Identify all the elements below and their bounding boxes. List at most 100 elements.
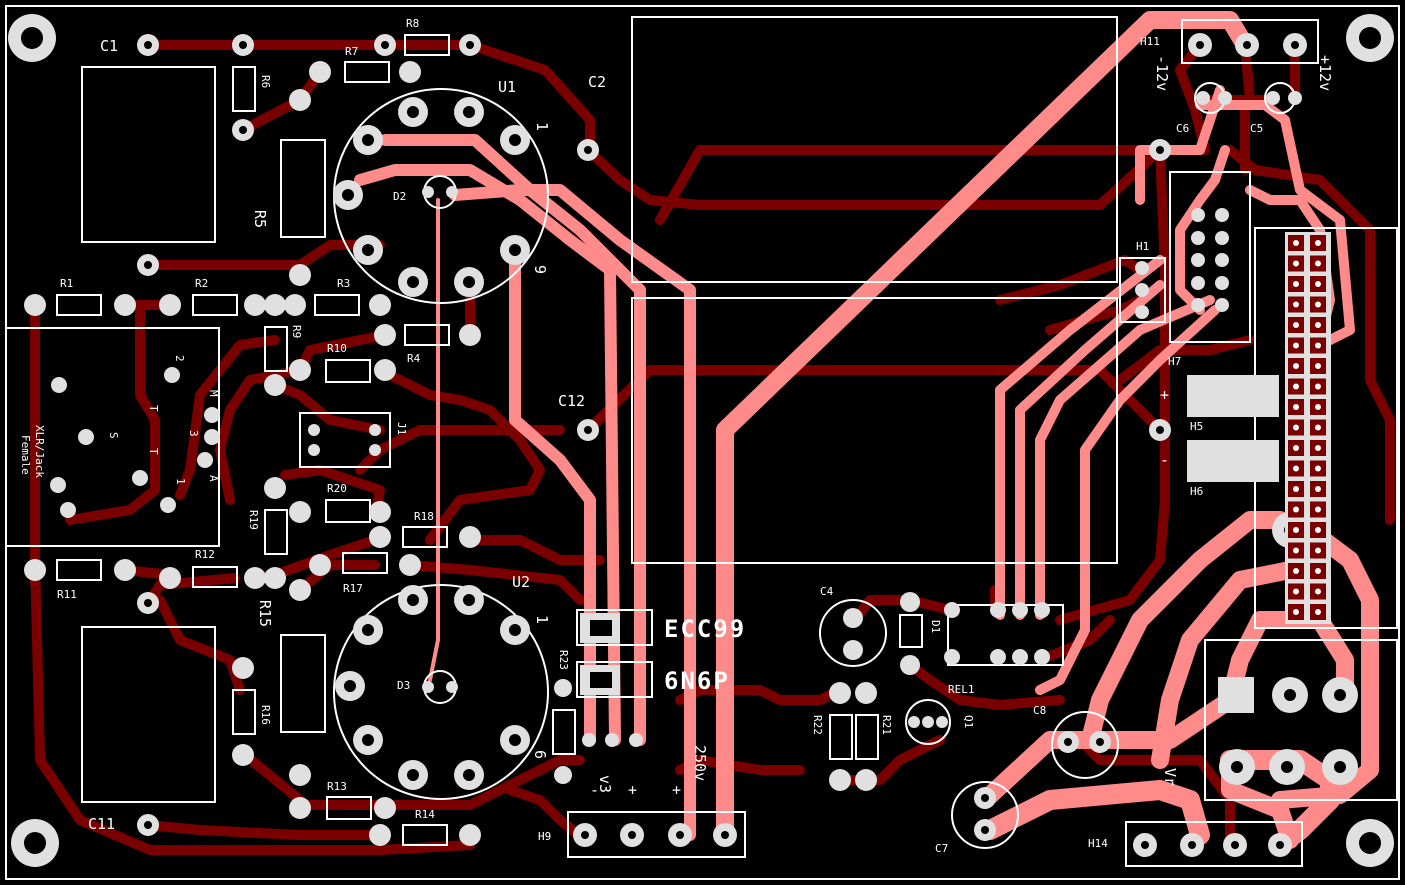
header-pin-hole [1293, 588, 1299, 595]
label-r14: R14 [415, 808, 435, 821]
label-xlr-pin3: 3 [187, 430, 200, 437]
header-pin-hole [1315, 240, 1321, 246]
label-c4: C4 [820, 585, 834, 598]
header-pin-hole [1315, 588, 1321, 595]
label-h6: H6 [1190, 485, 1203, 498]
header-pin-hole [1293, 445, 1299, 451]
header-pin-hole [1315, 609, 1321, 615]
header-pin-hole [1315, 363, 1321, 369]
label-q1: Q1 [962, 715, 975, 728]
label-h5-plus: + [1160, 386, 1169, 404]
label-c1: C1 [100, 37, 118, 55]
label-rel1: REL1 [948, 683, 975, 696]
header-pin-hole [1293, 260, 1299, 267]
header-pin-hole [1293, 506, 1299, 513]
mounting-holes [8, 14, 1394, 867]
header-pin-hole [1293, 424, 1299, 431]
label-tube-6n6p: 6N6P [664, 667, 730, 695]
label-250v: 250v [691, 745, 709, 781]
header-pin-hole [1315, 424, 1321, 431]
header-pin-hole [1293, 404, 1299, 410]
header-pin-hole [1315, 404, 1321, 410]
label-r4: R4 [407, 352, 421, 365]
header-pin-hole [1315, 445, 1321, 451]
label-d3: D3 [397, 679, 410, 692]
header-pin-hole [1315, 506, 1321, 513]
label-xlr-pinM: M [207, 390, 220, 397]
label-c11: C11 [88, 815, 115, 833]
bottom-traces [30, 40, 1395, 855]
component-labels: C1 C2 C12 C11 C4 C8 C7 C5 C6 R8 R7 R6 R5… [19, 17, 1334, 855]
label-h7: H7 [1168, 355, 1181, 368]
label-r19: R19 [247, 510, 260, 530]
header-pin-hole [1315, 322, 1321, 328]
label-plus12v: +12v [1316, 55, 1334, 91]
label-r15: R15 [256, 600, 274, 627]
header-pin-hole [1293, 527, 1299, 533]
header-pin-hole [1293, 322, 1299, 328]
label-r6: R6 [259, 75, 272, 88]
label-h11: H11 [1140, 35, 1160, 48]
label-u2-pin1: 1 [533, 615, 551, 624]
header-pin-hole [1293, 301, 1299, 308]
label-h6-minus: - [1160, 451, 1169, 469]
label-minus12v: -12v [1153, 55, 1171, 91]
label-d1: D1 [929, 620, 942, 633]
label-v3: v3 [596, 775, 614, 793]
header-pin-hole [1293, 465, 1299, 472]
label-xlr-pin2: 2 [173, 355, 186, 362]
header-pin-hole [1315, 568, 1321, 574]
label-xlr-pinT2: T [147, 448, 160, 455]
label-j1: J1 [395, 422, 408, 435]
label-u1: U1 [498, 78, 516, 96]
label-vr: Vr [1161, 768, 1179, 786]
label-r21: R21 [880, 715, 893, 735]
header-pin-hole [1293, 383, 1299, 390]
silkscreen [5, 16, 1398, 867]
label-d2: D2 [393, 190, 406, 203]
label-xlr-pinA: A [207, 475, 220, 482]
label-r1: R1 [60, 277, 73, 290]
header-pin-hole [1315, 527, 1321, 533]
header-pin-hole [1293, 240, 1299, 246]
label-r7: R7 [345, 45, 358, 58]
label-u1-pin9: 9 [531, 265, 549, 274]
header-pin-hole [1293, 363, 1299, 369]
label-r22: R22 [811, 715, 824, 735]
label-c12: C12 [558, 392, 585, 410]
header-pin-hole [1293, 568, 1299, 574]
label-u2: U2 [512, 573, 530, 591]
header-pin-hole [1315, 383, 1321, 390]
label-h14: H14 [1088, 837, 1108, 850]
label-r2: R2 [195, 277, 208, 290]
header-pin-hole [1293, 342, 1299, 349]
label-r3: R3 [337, 277, 350, 290]
header-pin-hole [1293, 281, 1299, 287]
header-pin-hole [1315, 547, 1321, 554]
label-h9-minus: - [590, 781, 599, 799]
label-xlr-jack: XLR/Jack [33, 425, 46, 478]
label-r5: R5 [251, 210, 269, 228]
label-r17: R17 [343, 582, 363, 595]
label-c6: C6 [1176, 122, 1189, 135]
header-pin-hole [1315, 342, 1321, 349]
label-r23: R23 [557, 650, 570, 670]
label-h1: H1 [1136, 240, 1149, 253]
label-xlr-pinS: S [107, 432, 120, 439]
header-pin-hole [1293, 486, 1299, 492]
header-pin-hole [1293, 547, 1299, 554]
label-r12: R12 [195, 548, 215, 561]
label-xlr-pin1: 1 [174, 478, 187, 485]
label-xlr-pinT: T [147, 405, 160, 412]
header-pin-hole [1293, 609, 1299, 615]
label-xlr-female: Female [19, 435, 32, 475]
label-h9-plus: + [628, 781, 637, 799]
header-pin-hole [1315, 301, 1321, 308]
pads [24, 33, 1358, 857]
label-c8: C8 [1033, 704, 1046, 717]
header-pin-grid [1285, 232, 1331, 624]
label-tube-ecc99: ECC99 [664, 615, 746, 643]
label-u1-pin1: 1 [533, 122, 551, 131]
label-r9: R9 [290, 325, 303, 338]
